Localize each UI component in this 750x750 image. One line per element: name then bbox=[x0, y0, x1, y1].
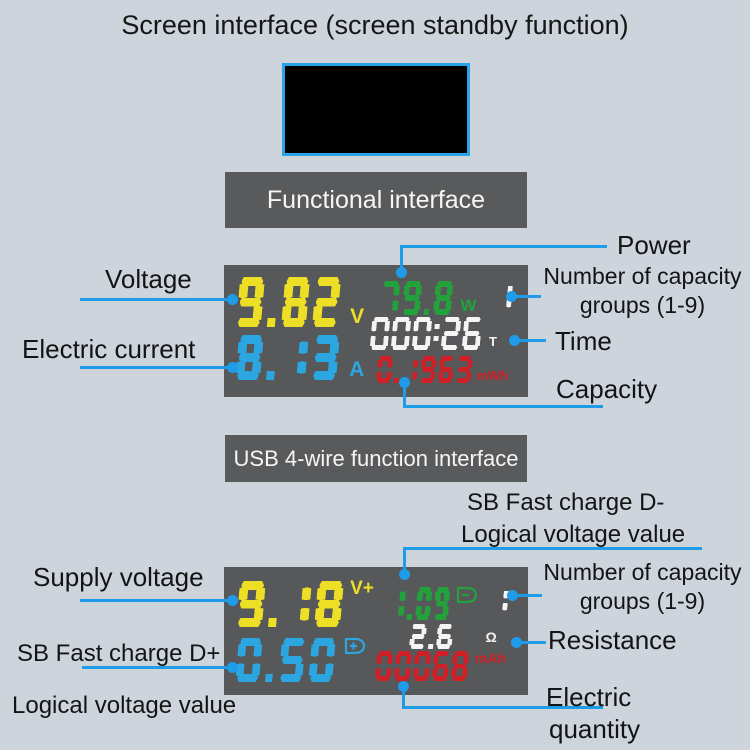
resistance-digits bbox=[409, 624, 457, 649]
capacity-groups-label-1: Number of capacity groups (1-9) bbox=[543, 263, 742, 318]
d-minus-icon bbox=[456, 587, 478, 603]
connector-dminus-dot bbox=[399, 569, 410, 580]
capacity-digits bbox=[376, 356, 476, 383]
connector-supply-line bbox=[80, 599, 233, 602]
connector-current-dot bbox=[227, 362, 238, 373]
d-plus-label-line1: SB Fast charge D+ bbox=[17, 640, 221, 667]
electric-current-label: Electric current bbox=[22, 334, 196, 364]
connector-resistance-dot bbox=[511, 637, 522, 648]
voltage-readout: V bbox=[238, 277, 364, 327]
voltage-digits bbox=[236, 277, 347, 327]
connector-groups1-dot bbox=[506, 291, 517, 302]
electric-quantity-digits bbox=[375, 651, 473, 681]
connector-capacity-hline bbox=[403, 405, 603, 408]
time-label: Time bbox=[555, 326, 612, 356]
usb-display-panel: V+ Ω bbox=[224, 567, 528, 695]
functional-interface-box: Functional interface bbox=[225, 172, 527, 228]
connector-groups2-line bbox=[514, 594, 542, 597]
connector-supply-dot bbox=[227, 595, 238, 606]
time-readout: T bbox=[371, 317, 497, 350]
connector-capacity-vline bbox=[403, 382, 406, 408]
power-unit: W bbox=[460, 296, 477, 315]
d-plus-icon bbox=[344, 638, 366, 654]
connector-dminus-vline bbox=[403, 547, 406, 574]
connector-power-dot bbox=[396, 267, 407, 278]
electric-quantity-unit: mAh bbox=[475, 650, 507, 666]
d-plus-label-line2: Logical voltage value bbox=[12, 692, 237, 719]
electric-quantity-readout: mAh bbox=[376, 651, 506, 681]
connector-voltage-line bbox=[80, 298, 233, 301]
connector-groups1-line bbox=[513, 295, 541, 298]
d-plus-readout bbox=[237, 638, 366, 682]
connector-resistance-line bbox=[518, 641, 546, 644]
time-unit: T bbox=[489, 334, 497, 349]
voltage-label: Voltage bbox=[105, 264, 192, 294]
d-minus-label-line1: SB Fast charge D- bbox=[467, 489, 665, 516]
electric-quantity-label-line1: Electric bbox=[546, 682, 632, 712]
capacity-readout: mWh bbox=[377, 356, 508, 383]
capacity-unit: mWh bbox=[476, 368, 509, 383]
supply-voltage-unit: V+ bbox=[350, 578, 374, 599]
functional-display-panel: V W T A mWh bbox=[224, 265, 528, 397]
connector-dplus-line bbox=[82, 666, 233, 669]
functional-interface-label: Functional interface bbox=[266, 185, 486, 214]
connector-power-vline bbox=[400, 245, 403, 272]
connector-groups2-dot bbox=[507, 590, 518, 601]
connector-voltage-dot bbox=[227, 294, 238, 305]
voltage-unit: V bbox=[350, 305, 365, 328]
connector-time-dot bbox=[509, 335, 520, 346]
connector-dplus-dot bbox=[227, 662, 238, 673]
usb-interface-box: USB 4-wire function interface bbox=[225, 435, 527, 482]
capacity-groups-label-2: Number of capacity groups (1-9) bbox=[543, 559, 742, 614]
capacity-label: Capacity bbox=[556, 374, 658, 404]
electric-quantity-label-line2: quantity bbox=[549, 714, 641, 744]
resistance-label: Resistance bbox=[548, 625, 677, 655]
standby-screen bbox=[282, 63, 470, 156]
connector-power-hline bbox=[400, 245, 607, 248]
d-minus-digits bbox=[389, 587, 454, 620]
power-digits bbox=[380, 281, 458, 315]
connector-dminus-hline bbox=[403, 547, 702, 550]
connector-time-line bbox=[516, 339, 546, 342]
time-digits bbox=[370, 317, 486, 350]
connector-current-line bbox=[80, 366, 233, 369]
connector-equantity-hline bbox=[402, 706, 603, 709]
resistance-readout: Ω bbox=[410, 624, 497, 649]
current-digits bbox=[235, 335, 346, 380]
supply-voltage-digits bbox=[236, 581, 350, 627]
connector-equantity-vline bbox=[402, 686, 405, 709]
supply-voltage-readout: V+ bbox=[236, 578, 374, 627]
current-unit: A bbox=[349, 358, 365, 381]
usb-interface-label: USB 4-wire function interface bbox=[233, 445, 519, 471]
d-plus-digits bbox=[235, 638, 342, 682]
d-minus-label-line2: Logical voltage value bbox=[461, 521, 686, 548]
d-minus-readout bbox=[390, 587, 478, 620]
page-title: Screen interface (screen standby functio… bbox=[121, 10, 629, 40]
supply-voltage-label: Supply voltage bbox=[33, 562, 204, 592]
current-readout: A bbox=[237, 335, 364, 380]
power-label: Power bbox=[617, 230, 691, 260]
power-readout: W bbox=[381, 281, 476, 315]
resistance-unit: Ω bbox=[485, 628, 497, 645]
